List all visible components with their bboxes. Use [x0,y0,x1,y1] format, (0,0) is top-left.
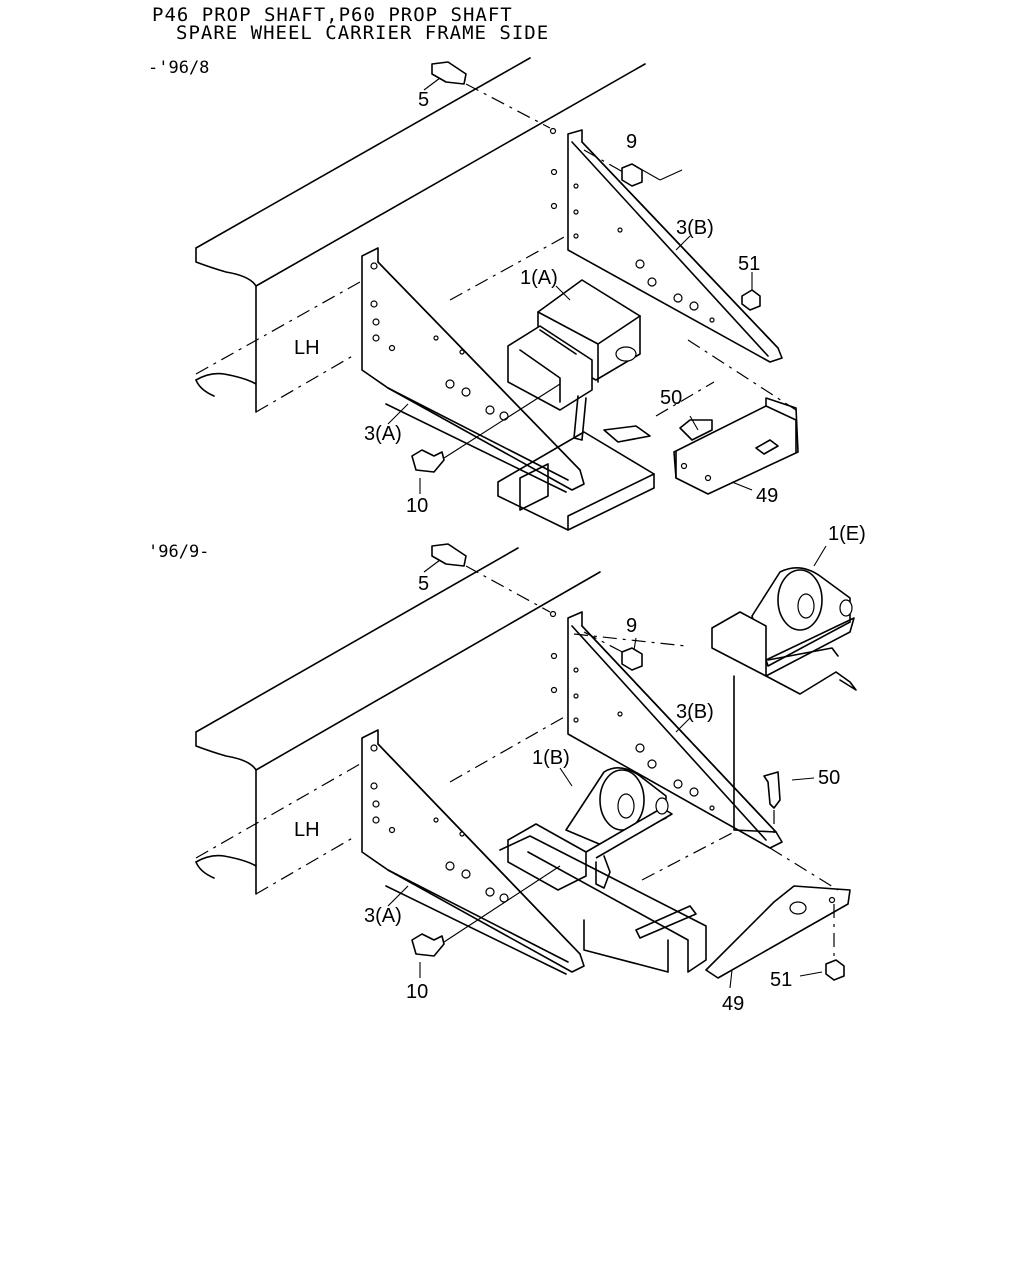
bottom-nut-9-shape [621,647,643,671]
bottom-frame-rail [195,547,687,895]
top-callout-3b: 3(B) [676,217,714,239]
bottom-fasteners [387,543,845,989]
top-callout-51: 51 [738,253,761,275]
diagram-title-line1: P46 PROP SHAFT,P60 PROP SHAFT [152,4,513,26]
bottom-callout-51: 51 [770,969,793,991]
top-fasteners [387,61,761,494]
top-callout-5: 5 [418,89,430,111]
top-carrier-1a [507,279,641,441]
top-callout-3a: 3(A) [364,423,402,445]
bottom-callout-50: 50 [818,767,841,789]
bottom-callout-1e: 1(E) [828,523,866,545]
bottom-callout-3a: 3(A) [364,905,402,927]
top-cross-member [497,381,715,531]
bottom-callout-1b: 1(B) [532,747,570,769]
top-bolt-50-shape [679,419,713,441]
bottom-winch-1b [507,767,673,891]
top-plate-49 [673,339,799,495]
bottom-nut-51-shape [825,959,845,981]
top-callout-49: 49 [756,485,779,507]
bottom-bracket-3a [361,729,585,975]
bottom-bolt-5-shape [431,543,467,567]
top-bolt-5-shape [431,61,467,85]
bottom-callout-10: 10 [406,981,429,1003]
bottom-winch-1e [711,567,857,695]
top-nut-51-shape [741,289,761,311]
bottom-callout-3b: 3(B) [676,701,714,723]
bottom-bolt-10-shape [411,933,445,957]
top-callout-1a: 1(A) [520,267,558,289]
bottom-callout-9: 9 [626,615,638,637]
top-callout-10: 10 [406,495,429,517]
top-bolt-10-shape [411,449,445,473]
bottom-cross-member [499,831,735,973]
diagram-title-line2: SPARE WHEEL CARRIER FRAME SIDE [176,22,550,44]
top-bracket-3a [361,247,585,493]
bottom-period-label: '96/9- [148,542,210,562]
top-callout-9: 9 [626,131,638,153]
top-frame-rail [195,57,646,413]
top-callout-50: 50 [660,387,683,409]
bottom-plate-49 [705,847,851,979]
top-nut-9-shape [621,163,643,187]
bottom-bolt-50-shape [763,771,781,809]
bottom-frame-lh-label: LH [294,819,320,841]
bottom-callout-5: 5 [418,573,430,595]
top-period-label: -'96/8 [148,58,210,78]
bottom-callout-49: 49 [722,993,745,1015]
top-frame-lh-label: LH [294,337,320,359]
top-bracket-3b [549,127,783,363]
